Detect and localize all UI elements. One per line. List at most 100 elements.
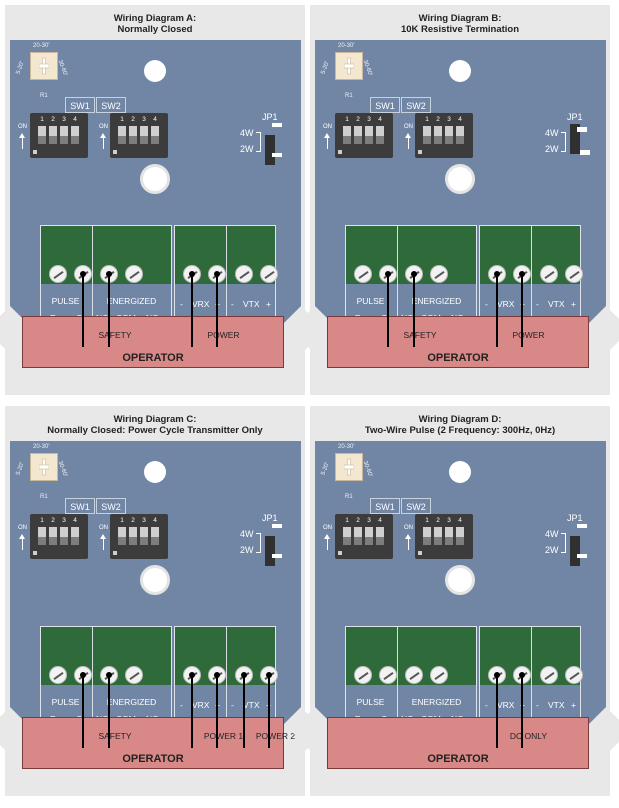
dip-toggle-knob [151, 136, 159, 144]
dip-toggle[interactable] [129, 527, 137, 545]
vrx-label: VRX [497, 299, 515, 309]
dip-toggle[interactable] [456, 527, 464, 545]
dip-number: 2 [131, 116, 135, 123]
terminal-screw[interactable] [565, 666, 583, 684]
dip-toggle[interactable] [60, 527, 68, 545]
vtx-minus-label: - [231, 700, 234, 710]
dip-number: 4 [73, 517, 77, 524]
dip-toggle[interactable] [38, 527, 46, 545]
terminal-screw[interactable] [565, 265, 583, 283]
jp1-label: JP1 [262, 112, 278, 122]
dip-toggle[interactable] [140, 126, 148, 144]
terminal-screw[interactable] [354, 666, 372, 684]
jp1-label: JP1 [262, 513, 278, 523]
operator-label: OPERATOR [427, 352, 489, 364]
dip-number: 3 [447, 517, 451, 524]
dip-toggle[interactable] [376, 527, 384, 545]
terminal-screw[interactable] [260, 265, 278, 283]
jp-2w-label: 2W [240, 545, 254, 555]
dip-number: 4 [73, 116, 77, 123]
terminal-screw[interactable] [125, 666, 143, 684]
terminal-screw[interactable] [49, 265, 67, 283]
dip-toggle[interactable] [376, 126, 384, 144]
dip-toggle[interactable] [129, 126, 137, 144]
range-potentiometer[interactable] [30, 453, 58, 481]
terminal-screw[interactable] [405, 666, 423, 684]
dip-toggle-knob [129, 136, 137, 144]
dip-toggle[interactable] [118, 527, 126, 545]
dip-toggle[interactable] [49, 126, 57, 144]
dip-number: 3 [62, 517, 66, 524]
dip-toggle[interactable] [71, 126, 79, 144]
jp1-jumper[interactable] [570, 124, 580, 154]
dip-toggle[interactable] [434, 527, 442, 545]
dip-toggle[interactable] [423, 126, 431, 144]
terminal-screw[interactable] [125, 265, 143, 283]
dip-toggle[interactable] [140, 527, 148, 545]
vrx-label: VRX [192, 299, 210, 309]
range-potentiometer[interactable] [30, 52, 58, 80]
terminal-screw[interactable] [540, 265, 558, 283]
dip-toggle[interactable] [343, 126, 351, 144]
dip-toggle-knob [423, 136, 431, 144]
dip-toggle-knob [71, 136, 79, 144]
dip-toggle[interactable] [151, 126, 159, 144]
vrx-label: VRX [497, 700, 515, 710]
wire-junction-dot [494, 672, 500, 678]
jp-4w-label: 4W [240, 128, 254, 138]
dip-toggle[interactable] [38, 126, 46, 144]
energized-label: ENERGIZED [106, 697, 157, 707]
terminal-screw[interactable] [49, 666, 67, 684]
dip-toggle[interactable] [456, 126, 464, 144]
diagram-title-line1: Wiring Diagram D: [418, 414, 502, 425]
dip-toggle[interactable] [445, 527, 453, 545]
terminal-screw[interactable] [354, 265, 372, 283]
on-arrow-icon [100, 534, 106, 550]
dip-pin1-mark [418, 551, 422, 555]
on-arrow-icon [405, 133, 411, 149]
dip-toggle[interactable] [423, 527, 431, 545]
wire-junction-dot [411, 271, 417, 277]
dip-toggle[interactable] [354, 126, 362, 144]
terminal-screw[interactable] [379, 666, 397, 684]
on-arrow-icon [19, 534, 25, 550]
jp1-jumper[interactable] [570, 536, 580, 566]
dip-toggle[interactable] [71, 527, 79, 545]
terminal-screw[interactable] [540, 666, 558, 684]
terminal-screw[interactable] [430, 666, 448, 684]
terminal-screw[interactable] [235, 265, 253, 283]
terminal-divider [92, 627, 93, 737]
vtx-label: VTX [548, 700, 565, 710]
operator-label: OPERATOR [122, 753, 184, 765]
range-potentiometer[interactable] [335, 453, 363, 481]
operator-wire-label: SAFETY [98, 731, 132, 741]
dip-toggle[interactable] [49, 527, 57, 545]
dip-toggle[interactable] [434, 126, 442, 144]
range-potentiometer[interactable] [335, 52, 363, 80]
dip-toggle[interactable] [354, 527, 362, 545]
dip-toggle[interactable] [365, 126, 373, 144]
dip-toggle[interactable] [343, 527, 351, 545]
dip-toggle[interactable] [445, 126, 453, 144]
dip-toggle[interactable] [118, 126, 126, 144]
jp1-jumper[interactable] [265, 536, 275, 566]
dip-number: 2 [436, 517, 440, 524]
dip-toggle-knob [343, 136, 351, 144]
wire [521, 274, 523, 347]
dip-toggle[interactable] [60, 126, 68, 144]
jp-2w-label: 2W [545, 545, 559, 555]
dip-toggle[interactable] [365, 527, 373, 545]
jp1-jumper[interactable] [265, 135, 275, 165]
dip-toggle[interactable] [151, 527, 159, 545]
sw1-label: SW1 [65, 498, 95, 514]
terminal-screw[interactable] [430, 265, 448, 283]
energized-label: ENERGIZED [411, 296, 462, 306]
